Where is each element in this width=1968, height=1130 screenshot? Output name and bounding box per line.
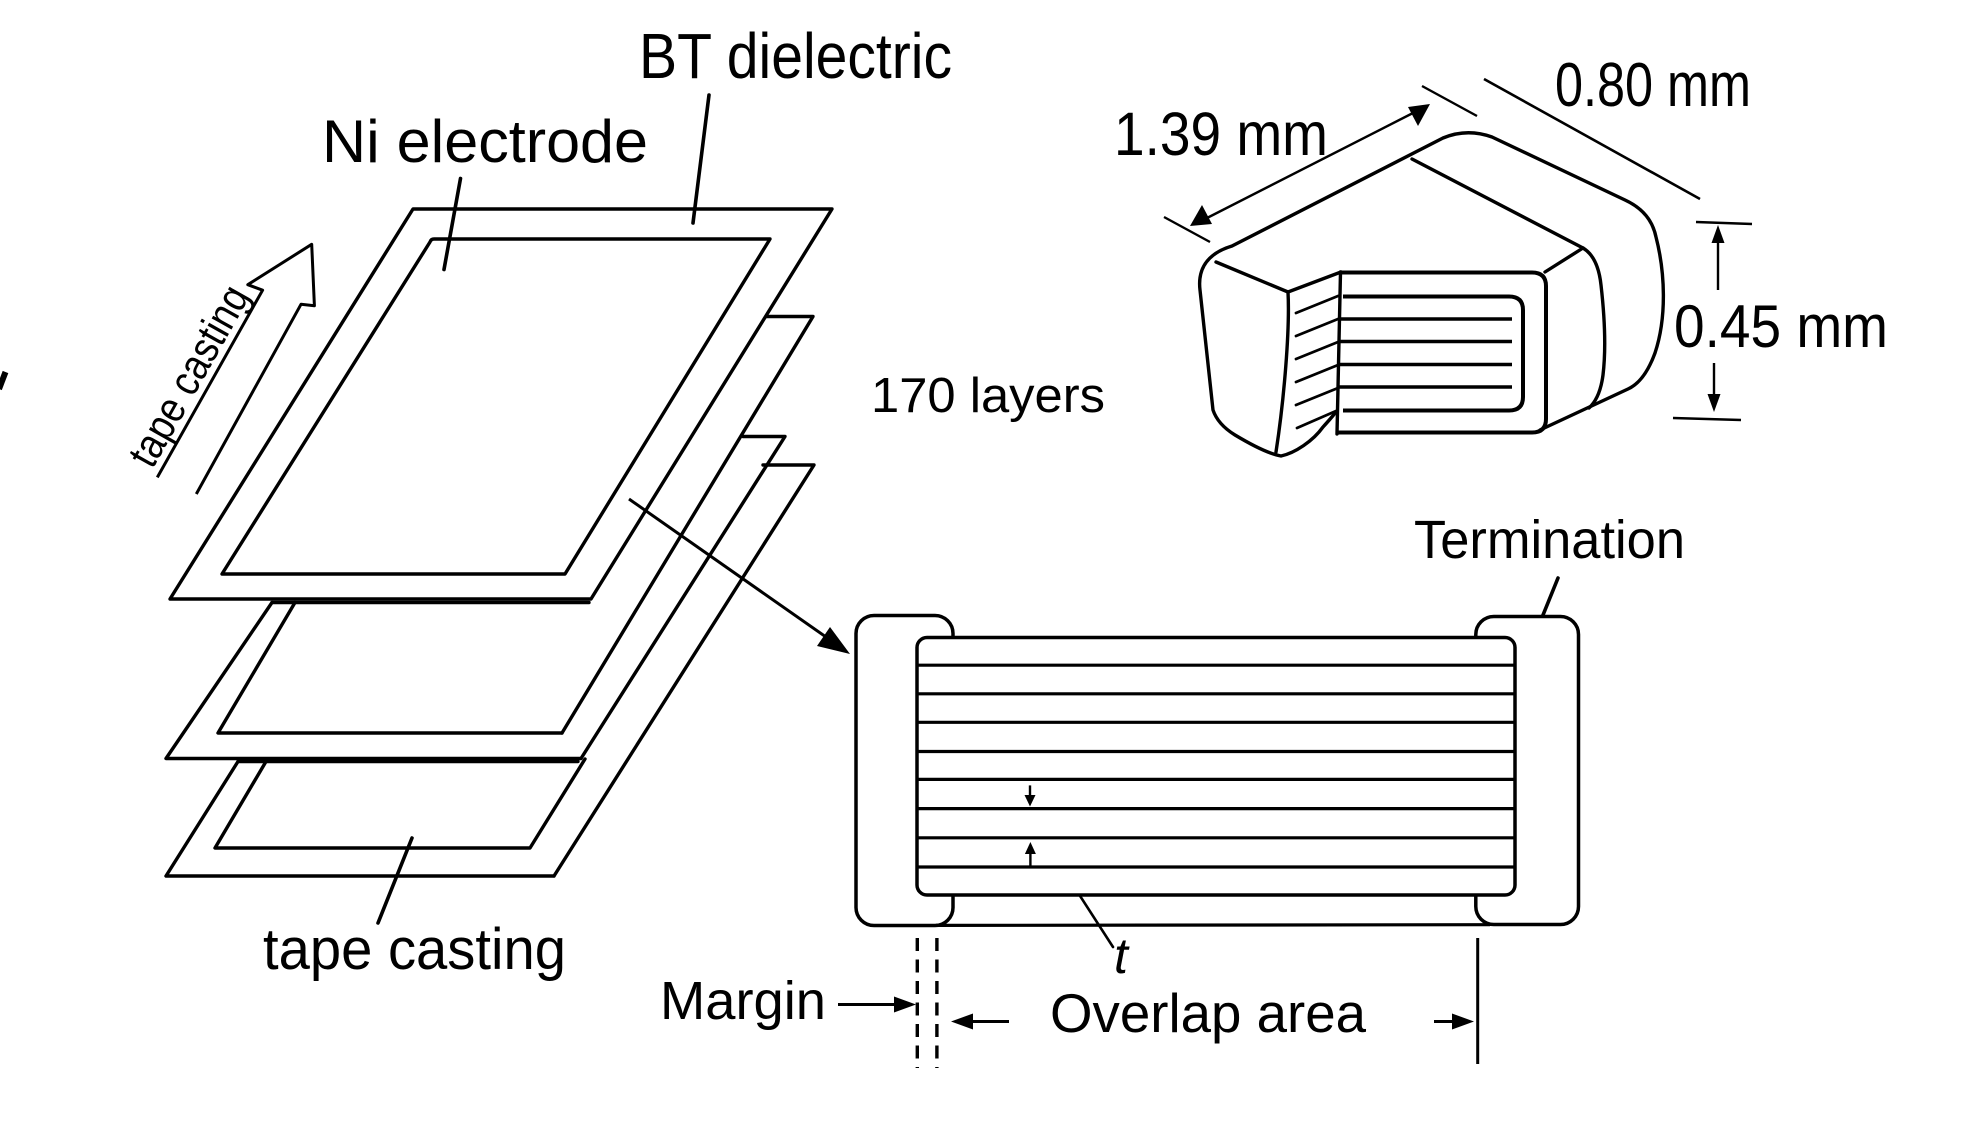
- svg-text:0.45 mm: 0.45 mm: [1674, 293, 1888, 360]
- svg-text:0.80 mm: 0.80 mm: [1555, 51, 1751, 120]
- svg-text:170 layers: 170 layers: [871, 369, 1105, 423]
- svg-text:BT dielectric: BT dielectric: [639, 20, 952, 92]
- svg-text:Overlap area: Overlap area: [1050, 982, 1366, 1044]
- svg-text:tape casting: tape casting: [263, 917, 566, 982]
- svg-text:Termination: Termination: [1414, 510, 1685, 570]
- svg-text:Ni electrode: Ni electrode: [322, 108, 648, 175]
- svg-text:t: t: [1114, 928, 1130, 984]
- svg-text:1.39 mm: 1.39 mm: [1114, 100, 1328, 168]
- svg-text:Margin: Margin: [660, 971, 826, 1031]
